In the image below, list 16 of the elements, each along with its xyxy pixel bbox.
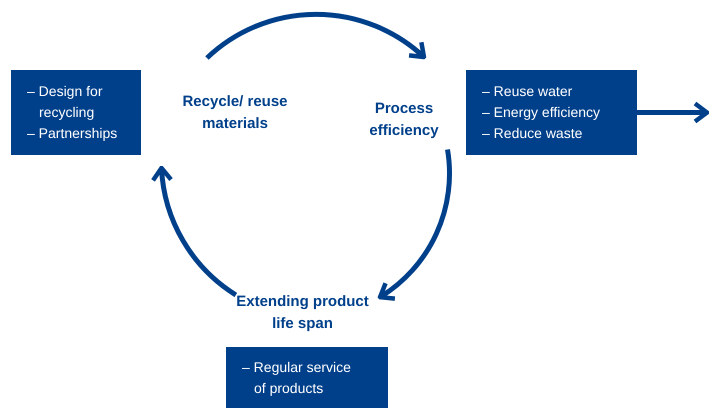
bullet-item: – Partnerships: [27, 124, 118, 143]
info-box: [466, 70, 637, 155]
stage-label: Recycle/ reuse materials: [181, 92, 289, 134]
bullet-item: – Regular service of products: [242, 358, 352, 398]
cycle-arrow: [205, 12, 426, 60]
bullet-item: – Reduce waste: [482, 124, 584, 143]
stage-label: Process efficiency: [368, 98, 440, 140]
cycle-arrow: [152, 166, 238, 297]
bullet-item: – Energy efficiency: [482, 103, 602, 122]
bullet-item: – Design for recycling: [27, 82, 104, 122]
bullet-item: – Reuse water: [482, 82, 574, 101]
cycle-arrow: [378, 149, 452, 300]
stage-label: Extending product life span: [236, 292, 370, 334]
info-box: [226, 347, 388, 408]
output-arrow: [637, 101, 710, 124]
info-box: [11, 70, 141, 155]
